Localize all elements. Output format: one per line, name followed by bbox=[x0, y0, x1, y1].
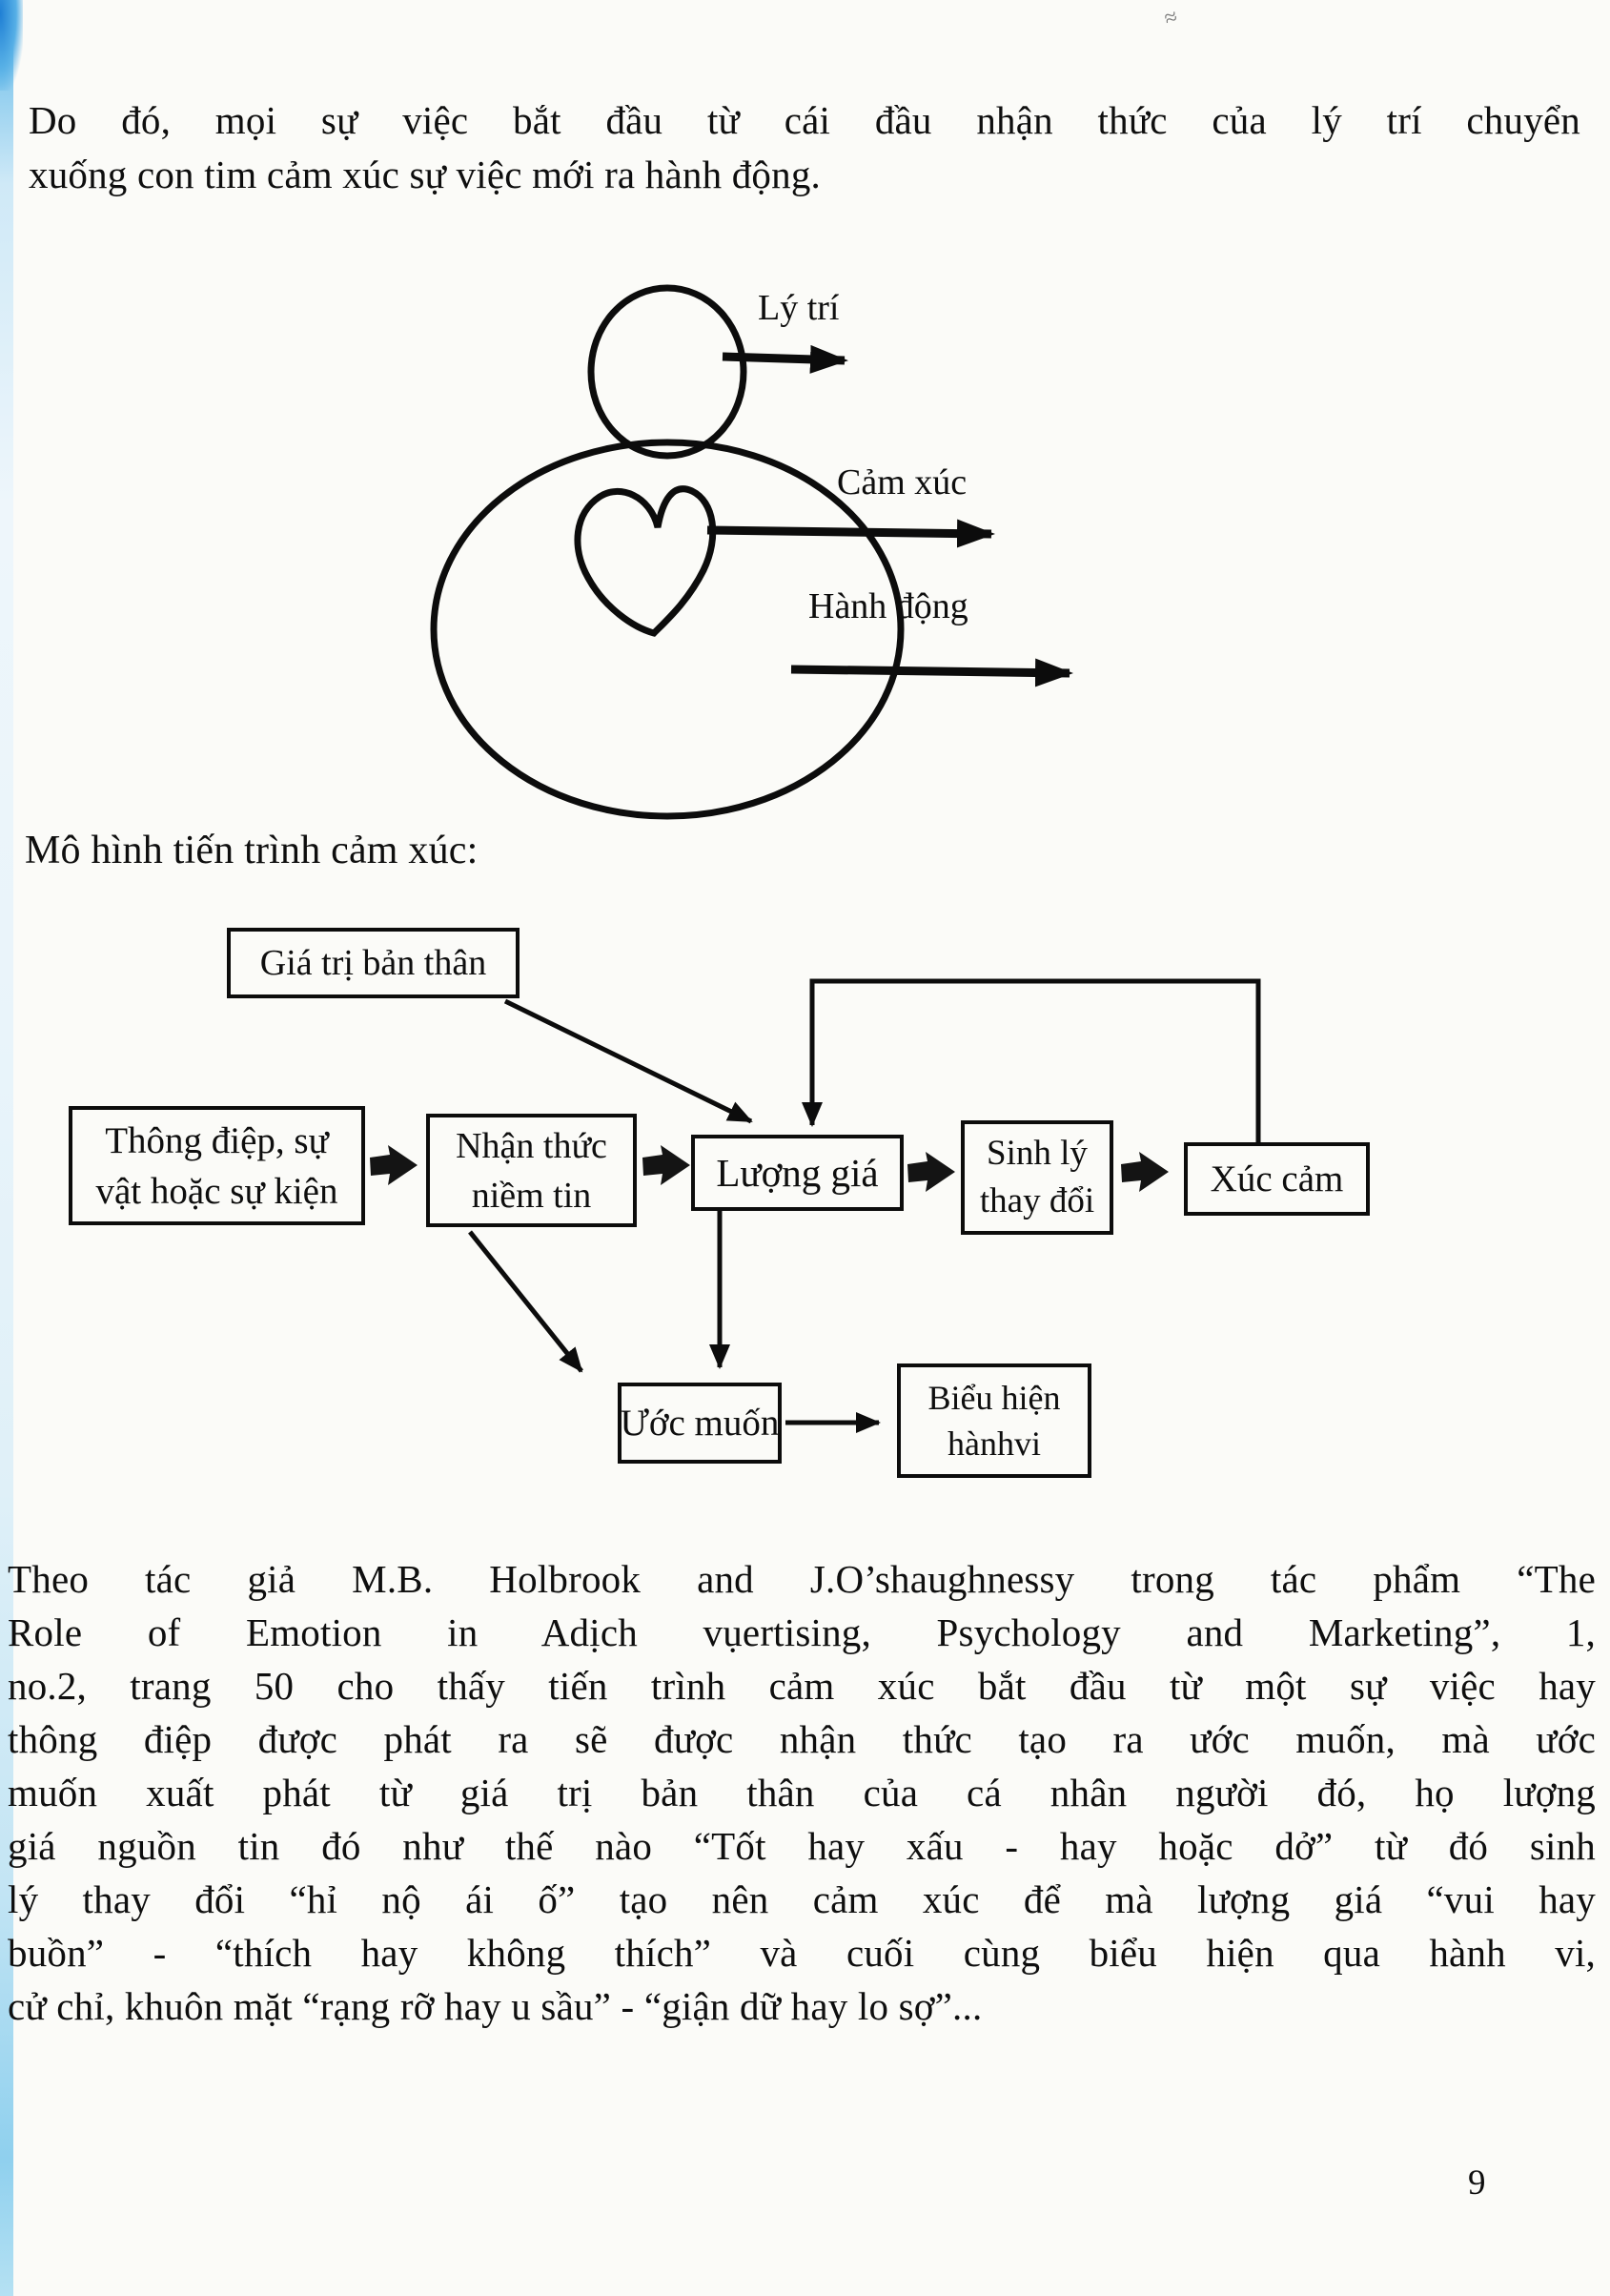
body-oval bbox=[430, 439, 905, 820]
selfvalue-to-evaluate-arrow bbox=[503, 998, 753, 1124]
scan-edge-blue-strip bbox=[0, 0, 13, 2296]
box-behavior-line2: hànhvi bbox=[948, 1425, 1041, 1463]
box-emotion: Xúc cảm bbox=[1184, 1142, 1370, 1216]
box-physiology-line2: thay đổi bbox=[979, 1181, 1095, 1220]
box-belief: Nhận thức niềm tin bbox=[426, 1114, 637, 1227]
figure-label-emotion: Cảm xúc bbox=[837, 462, 967, 502]
flowchart-heading: Mô hình tiến trình cảm xúc: bbox=[25, 829, 479, 872]
box-desire: Ước muốn bbox=[618, 1383, 782, 1464]
figure-label-reason: Lý trí bbox=[758, 288, 840, 328]
feedback-loop-arrow bbox=[802, 978, 1261, 1142]
box-message-line1: Thông điệp, sự bbox=[105, 1119, 329, 1161]
box-behavior-line1: Biểu hiện bbox=[927, 1379, 1061, 1417]
figure-label-action: Hành động bbox=[808, 586, 968, 626]
block-arrow-1 bbox=[370, 1145, 418, 1185]
paragraph-body-line: lý thay đổi “hỉ nộ ái ố” tạo nên cảm xúc… bbox=[8, 1877, 1596, 1921]
page-number: 9 bbox=[1468, 2163, 1486, 2203]
heart-shape bbox=[574, 485, 717, 637]
box-self-value-label: Giá trị bản thân bbox=[259, 943, 487, 983]
box-belief-line2: niềm tin bbox=[471, 1175, 592, 1216]
block-arrow-2 bbox=[642, 1145, 690, 1185]
emotion-arrow bbox=[706, 519, 995, 548]
box-message: Thông điệp, sự vật hoặc sự kiện bbox=[69, 1106, 365, 1225]
box-message-line2: vật hoặc sự kiện bbox=[95, 1170, 338, 1212]
paragraph-body-line: Role of Emotion in Adịch vụertising, Psy… bbox=[8, 1610, 1596, 1654]
box-behavior: Biểu hiện hànhvi bbox=[897, 1363, 1091, 1478]
paragraph-body-line: giá nguồn tin đó như thế nào “Tốt hay xấ… bbox=[8, 1824, 1596, 1868]
paragraph-body-line: cử chỉ, khuôn mặt “rạng rỡ hay u sầu” - … bbox=[8, 1984, 983, 2028]
box-self-value: Giá trị bản thân bbox=[227, 928, 520, 998]
box-evaluate-label: Lượng giá bbox=[716, 1151, 879, 1195]
paragraph-body: Theo tác giả M.B. Holbrook and J.O’shaug… bbox=[8, 1552, 1596, 2033]
paragraph-intro: Do đó, mọi sự việc bắt đầu từ cái đầu nh… bbox=[29, 93, 1580, 202]
box-physiology: Sinh lý thay đổi bbox=[961, 1120, 1113, 1235]
block-arrow-3 bbox=[907, 1152, 955, 1192]
paragraph-body-line: muốn xuất phát từ giá trị bản thân của c… bbox=[8, 1771, 1596, 1814]
paragraph-body-line: buồn” - “thích hay không thích” và cuối … bbox=[8, 1931, 1596, 1975]
reason-arrow bbox=[722, 344, 848, 374]
scan-edge-corner-blob bbox=[0, 0, 23, 91]
action-arrow bbox=[790, 658, 1073, 687]
paragraph-body-line: Theo tác giả M.B. Holbrook and J.O’shaug… bbox=[8, 1557, 1596, 1601]
paragraph-body-line: thông điệp được phát ra sẽ được nhận thứ… bbox=[8, 1717, 1596, 1761]
box-physiology-line1: Sinh lý bbox=[987, 1134, 1088, 1173]
paragraph-body-line: no.2, trang 50 cho thấy tiến trình cảm x… bbox=[8, 1664, 1596, 1708]
belief-to-desire-arrow bbox=[468, 1230, 583, 1373]
box-belief-line1: Nhận thức bbox=[456, 1125, 607, 1166]
box-evaluate: Lượng giá bbox=[691, 1135, 904, 1211]
block-arrow-4 bbox=[1121, 1152, 1169, 1192]
head-circle bbox=[587, 284, 747, 460]
box-desire-label: Ước muốn bbox=[620, 1403, 780, 1444]
paragraph-intro-line2: xuống con tim cảm xúc sự việc mới ra hàn… bbox=[29, 153, 821, 196]
paragraph-intro-line1: Do đó, mọi sự việc bắt đầu từ cái đầu nh… bbox=[29, 98, 1580, 142]
box-emotion-label: Xúc cảm bbox=[1210, 1158, 1344, 1199]
